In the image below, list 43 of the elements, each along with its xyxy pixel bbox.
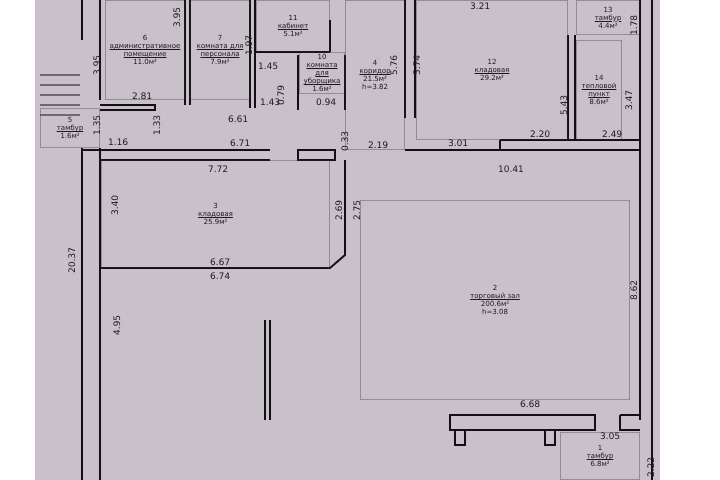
room [576,40,622,140]
dimension-label: 3.95 [93,54,104,76]
dimension-label: 1.33 [153,114,164,136]
room [299,52,345,94]
room [105,0,185,100]
dimension-label: 2.19 [368,141,388,151]
dimension-label: 3.05 [600,432,620,442]
dimension-label: 6.67 [210,258,230,268]
dimension-label: 2.20 [530,130,550,140]
dimension-label: 4.95 [113,314,124,336]
room [40,108,100,148]
dimension-label: 1.35 [93,114,104,136]
dimension-label: 2.69 [335,200,346,220]
dimension-label: 5.74 [413,54,424,76]
dimension-label: 8.62 [630,280,640,300]
dimension-label: 6.68 [520,400,540,410]
dimension-label: 2.49 [602,130,622,140]
dimension-label: 5.76 [390,54,400,76]
dimension-label: 6.74 [210,272,230,282]
dimension-label: 2.81 [132,92,152,102]
dimension-label: 3.21 [470,2,490,12]
dimension-label: 6.61 [228,115,248,125]
dimension-label: 2.75 [353,200,364,220]
room [256,0,330,52]
room [360,200,630,400]
dimension-label: 3.01 [448,139,468,149]
dimension-label: 2.22 [647,456,658,478]
dimension-label: 0.33 [341,130,352,152]
dimension-label: 1.78 [630,14,640,36]
room [101,160,330,268]
room [560,432,640,480]
dimension-label: 6.71 [230,139,250,149]
dimension-label: 0.94 [316,98,336,108]
dimension-label: 20.37 [68,247,78,273]
dimension-label: 1.16 [108,138,128,148]
dimension-label: 3.95 [173,6,184,28]
dimension-label: 1.43 [260,98,280,108]
dimension-label: 7.72 [208,165,228,175]
dimension-label: 1.45 [258,62,278,72]
dimension-label: 3.47 [625,90,636,110]
dimension-label: 3.40 [111,194,122,216]
dimension-label: 5.43 [560,94,570,116]
dimension-label: 10.41 [498,165,524,175]
